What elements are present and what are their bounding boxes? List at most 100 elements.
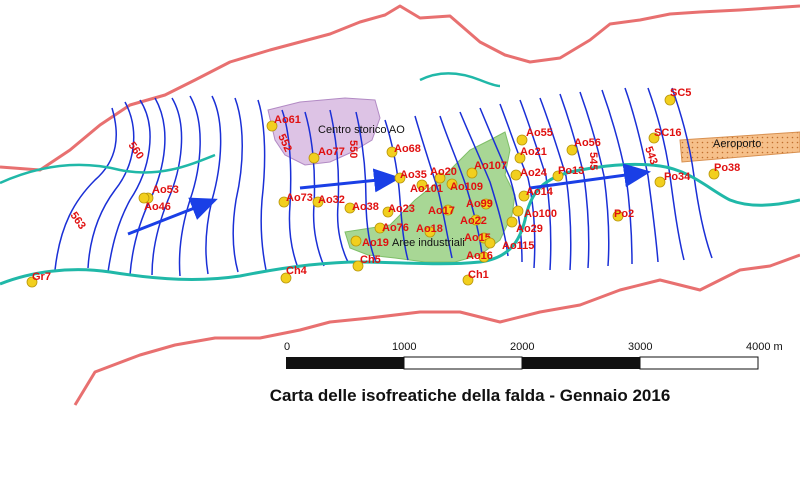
well-label: Ao109	[450, 181, 483, 193]
well-marker	[466, 167, 478, 179]
well-marker	[708, 168, 720, 180]
contour-line	[54, 107, 117, 271]
contour-label: 550	[347, 140, 359, 158]
well-label: Ao115	[502, 240, 534, 252]
contour-line	[355, 111, 377, 263]
well-label: Ao77	[318, 146, 345, 158]
industrial-area-label: Aree industriali	[392, 237, 465, 249]
well-label: Ao100	[524, 208, 557, 220]
well-label: Po2	[614, 208, 634, 220]
well-marker	[518, 190, 530, 202]
contour-line	[151, 97, 183, 276]
scale-tick-label: 4000 m	[746, 341, 783, 353]
contour-label: 543	[642, 145, 660, 166]
well-marker	[138, 192, 150, 204]
well-marker	[612, 210, 624, 222]
well-marker	[280, 272, 292, 284]
well-marker	[350, 235, 362, 247]
well-label: Ao32	[318, 194, 345, 206]
well-label: Ao73	[286, 192, 313, 204]
well-label: Ao107	[474, 160, 507, 172]
well-label: Ao56	[574, 137, 601, 149]
well-label: Po13	[558, 165, 584, 177]
well-label: Ao20	[430, 166, 457, 178]
well-label: Ao24	[520, 167, 548, 179]
scale-segment	[286, 357, 404, 369]
well-marker	[394, 172, 406, 184]
well-marker	[514, 152, 526, 164]
scale-segment	[639, 356, 759, 370]
scale-tick-label: 3000	[628, 341, 652, 353]
well-marker	[566, 144, 578, 156]
river-upper-line	[419, 72, 501, 88]
well-marker	[352, 260, 364, 272]
historic-center-label: Centro storico AO	[318, 124, 405, 136]
well-marker	[516, 134, 528, 146]
well-marker	[312, 196, 324, 208]
contour-line	[107, 99, 151, 273]
well-label: Ao46	[144, 201, 171, 213]
scale-tick-label: 2000	[510, 341, 534, 353]
well-label: Ao18	[416, 223, 443, 235]
well-label: Ch1	[468, 269, 489, 281]
airport-area	[679, 131, 800, 163]
scale-bar: 0 1000 2000 3000 4000 m	[284, 341, 783, 370]
well-marker	[480, 198, 492, 210]
well-label: Po34	[664, 171, 691, 183]
river-branch-line	[0, 153, 216, 185]
contour-line	[539, 97, 572, 271]
well-label: Ao99	[466, 198, 493, 210]
contour-line	[232, 97, 243, 273]
well-label: Ao55	[526, 127, 553, 139]
contour-label: 545	[587, 152, 599, 170]
scale-segment	[403, 356, 523, 370]
contour-line	[178, 95, 201, 277]
contour-line	[479, 107, 523, 263]
well-marker	[442, 204, 454, 216]
well-marker	[446, 178, 458, 190]
contour-line	[329, 109, 349, 263]
contour-line	[647, 87, 685, 261]
well-label: SC16	[654, 127, 682, 139]
contour-line	[519, 99, 552, 271]
flow-arrow	[299, 168, 401, 193]
well-label: Ao15	[464, 232, 491, 244]
well-label: Ao101	[410, 183, 443, 195]
well-marker	[416, 179, 428, 191]
contour-line	[384, 119, 409, 261]
well-label: Ao17	[428, 205, 455, 217]
contour-line	[459, 111, 509, 257]
well-label: SC5	[670, 87, 691, 99]
well-marker	[484, 237, 496, 249]
well-label: Ao38	[352, 201, 379, 213]
contour-label: 560	[126, 140, 146, 162]
contour-line	[414, 115, 453, 259]
well-label: Ao23	[388, 203, 415, 215]
well-marker	[382, 206, 394, 218]
well-label: Ao14	[526, 186, 554, 198]
contour-line	[205, 95, 222, 275]
well-marker	[512, 205, 524, 217]
contour-line	[579, 91, 610, 267]
well-label: Ao16	[466, 250, 493, 262]
well-marker	[552, 170, 564, 182]
well-marker	[278, 196, 290, 208]
well-label: Ao76	[382, 222, 409, 234]
well-label: Ao61	[274, 114, 301, 126]
well-marker	[424, 226, 436, 238]
well-label: Ao53	[152, 184, 179, 196]
well-marker	[654, 176, 666, 188]
well-marker	[386, 146, 398, 158]
contour-line	[281, 109, 299, 269]
airport-label: Aeroporto	[713, 138, 761, 150]
well-marker	[344, 202, 356, 214]
scale-tick-label: 0	[284, 341, 290, 353]
well-marker	[462, 274, 474, 286]
flow-arrow	[529, 163, 651, 190]
well-marker	[506, 216, 518, 228]
contour-line	[257, 99, 267, 271]
well-marker	[266, 120, 278, 132]
